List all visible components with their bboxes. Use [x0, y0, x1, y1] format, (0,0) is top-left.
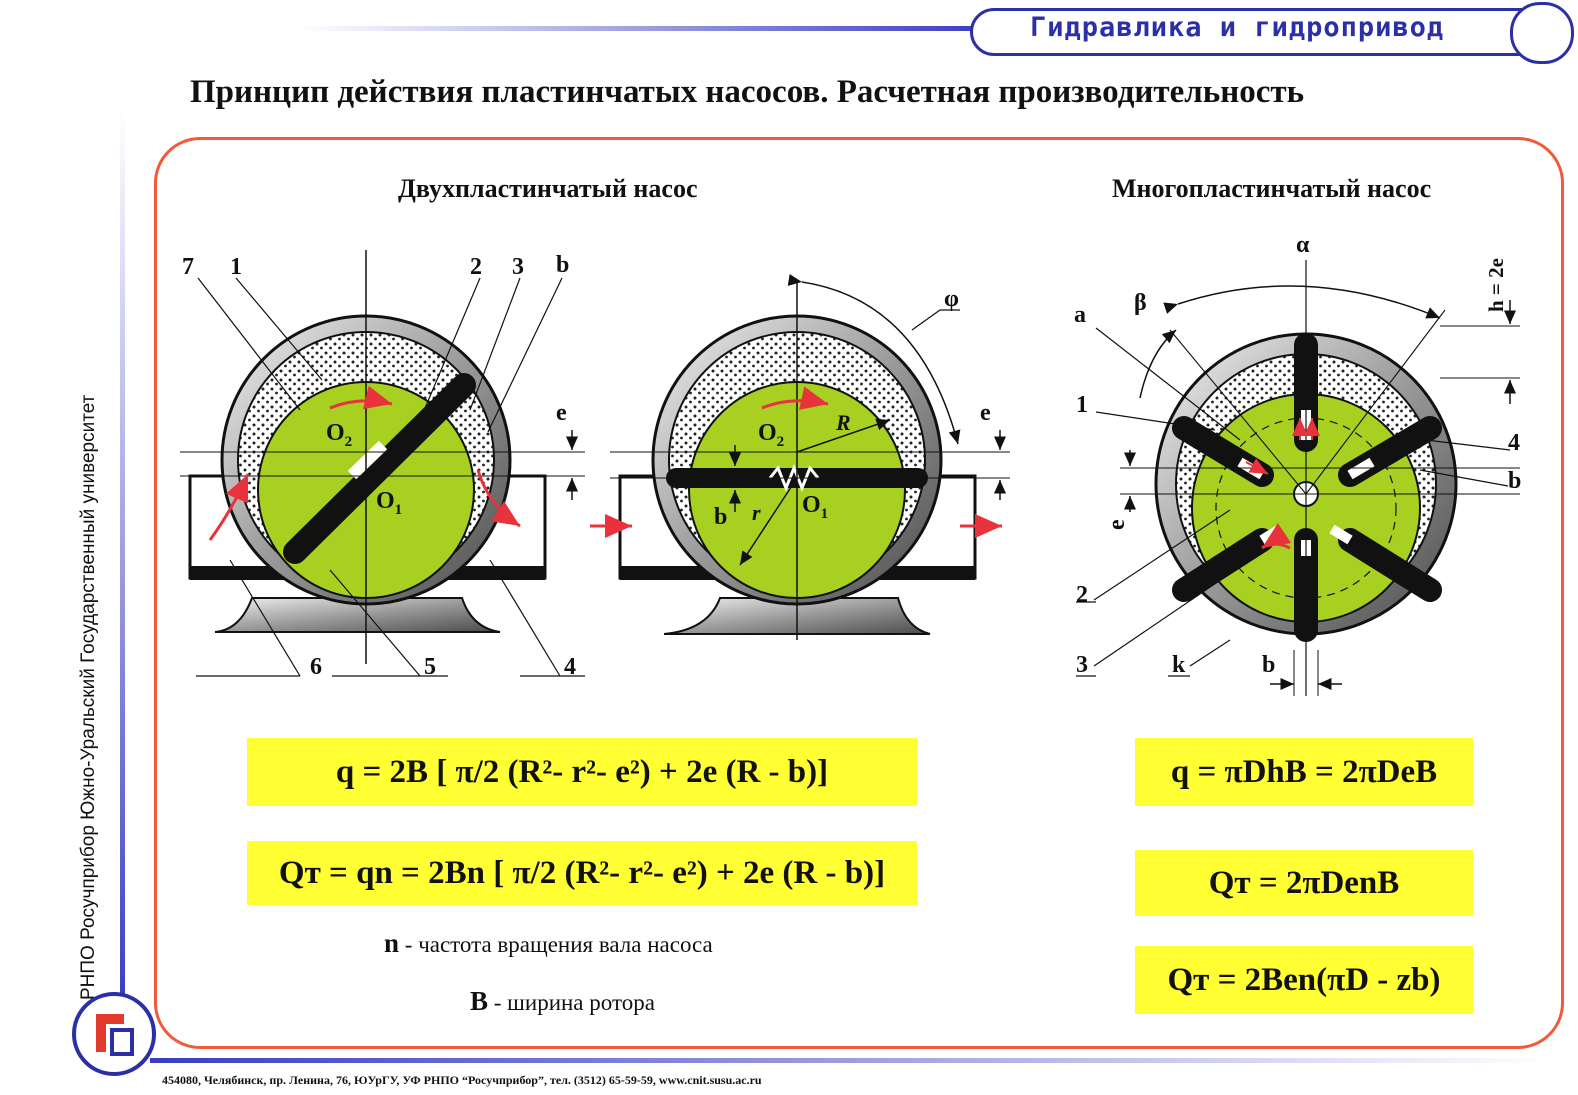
- content-frame: [154, 137, 1564, 1049]
- logo-icon: [96, 1014, 134, 1056]
- label-e-mid: e: [980, 400, 991, 426]
- multi-vane-pump-diagram: [1076, 260, 1520, 696]
- label-b-bottom: b: [1262, 652, 1276, 678]
- header-banner: [970, 8, 1551, 56]
- label-7: 7: [182, 254, 194, 280]
- page-title: Принцип действия пластинчатых насосов. Р…: [190, 74, 1305, 110]
- label-b: b: [556, 252, 570, 278]
- sidebar-rule: [120, 110, 125, 1010]
- subject-title: Гидравлика и гидропривод: [1030, 12, 1445, 43]
- label-e: e: [556, 400, 567, 426]
- formula-Q-multi-vane-z: Qт = 2Ben(πD - zb): [1135, 946, 1473, 1014]
- label-b-mid: b: [714, 504, 728, 530]
- label-2-right: 2: [1076, 582, 1088, 608]
- label-4: 4: [564, 654, 576, 680]
- formula-q-two-vane: q = 2B [ π/2 (R²- r²- e²) + 2e (R - b)]: [247, 738, 917, 806]
- label-o1-mid: O1: [802, 492, 829, 522]
- label-beta: β: [1134, 290, 1147, 316]
- label-phi: φ: [944, 286, 959, 312]
- two-vane-pump-position-diagram: [590, 274, 1010, 640]
- label-3-right: 3: [1076, 652, 1088, 678]
- label-1-right: 1: [1076, 392, 1088, 418]
- footer-rule: [150, 1058, 1550, 1063]
- label-R: R: [836, 410, 851, 435]
- label-2: 2: [470, 254, 482, 280]
- two-vane-pump-diagram: [180, 250, 585, 677]
- label-5: 5: [424, 654, 436, 680]
- label-4-right: 4: [1508, 430, 1520, 456]
- label-o1: O1: [376, 488, 403, 518]
- label-r: r: [752, 500, 761, 525]
- logo: [72, 992, 156, 1076]
- header-rule: [300, 26, 990, 31]
- two-vane-title: Двухпластинчатый насос: [398, 174, 698, 203]
- multi-vane-title: Многопластинчатый насос: [1112, 174, 1432, 203]
- note-B: B - ширина ротора: [470, 986, 655, 1016]
- header-banner-cap: [1510, 2, 1574, 64]
- label-a: a: [1074, 302, 1086, 328]
- label-o2: O2: [326, 420, 353, 450]
- formula-q-multi-vane: q = πDhB = 2πDeB: [1135, 738, 1473, 806]
- label-alpha: α: [1296, 232, 1310, 258]
- label-1: 1: [230, 254, 242, 280]
- label-h: h = 2e: [1484, 258, 1508, 312]
- note-n: n - частота вращения вала насоса: [384, 928, 713, 958]
- label-6: 6: [310, 654, 322, 680]
- label-b-right: b: [1508, 468, 1522, 494]
- footer-address: 454080, Челябинск, пр. Ленина, 76, ЮУрГУ…: [162, 1073, 762, 1087]
- label-k: k: [1172, 652, 1186, 678]
- label-3: 3: [512, 254, 524, 280]
- label-e-right: e: [1104, 519, 1130, 530]
- label-o2-mid: O2: [758, 420, 785, 450]
- formula-Q-two-vane: Qт = qn = 2Bn [ π/2 (R²- r²- e²) + 2e (R…: [247, 841, 917, 905]
- formula-Q-multi-vane: Qт = 2πDenB: [1135, 850, 1473, 916]
